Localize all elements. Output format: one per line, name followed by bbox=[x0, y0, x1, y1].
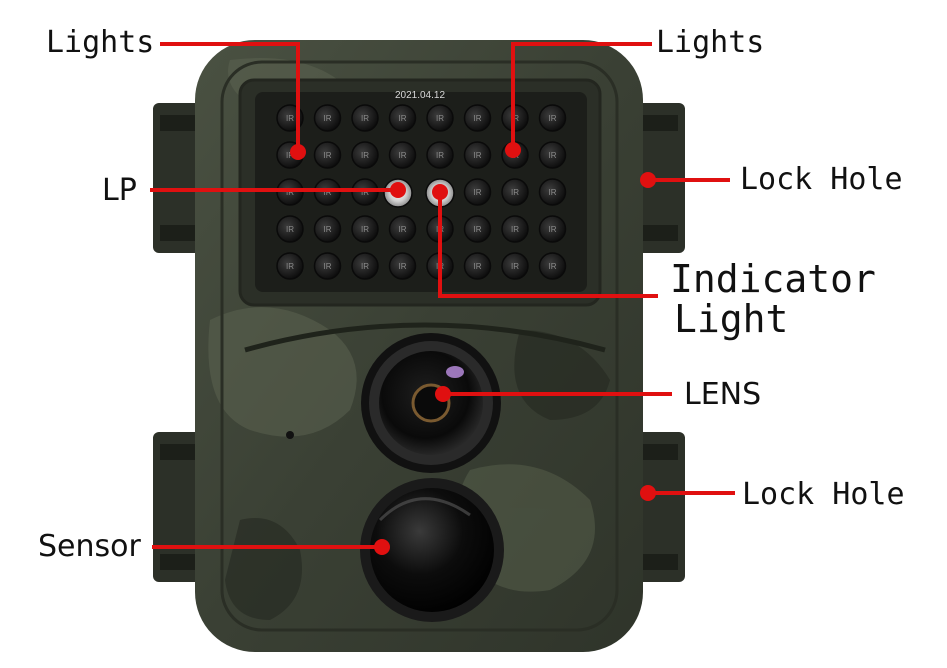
ir-led-label: IR bbox=[549, 114, 557, 123]
ir-led bbox=[501, 215, 529, 243]
ir-led-label: IR bbox=[286, 114, 294, 123]
ir-led bbox=[538, 104, 567, 132]
ir-led bbox=[501, 252, 529, 280]
ir-led-label: IR bbox=[361, 262, 369, 271]
label-indicator-light-line1: Indicator bbox=[670, 257, 876, 301]
ir-led bbox=[388, 141, 417, 169]
ir-led bbox=[388, 104, 417, 132]
ir-led-label: IR bbox=[286, 262, 294, 271]
ir-led-label: IR bbox=[474, 188, 482, 197]
label-lights-left: Lights bbox=[46, 25, 155, 60]
ir-led bbox=[313, 141, 342, 169]
ir-led-label: IR bbox=[399, 225, 407, 234]
label-lp: LP bbox=[102, 173, 137, 208]
ir-led-label: IR bbox=[399, 151, 407, 160]
ir-led-label: IR bbox=[549, 188, 557, 197]
ir-led bbox=[351, 252, 379, 280]
pir-sensor bbox=[360, 478, 504, 622]
ir-led bbox=[351, 215, 379, 243]
lens bbox=[361, 333, 501, 473]
ir-led-label: IR bbox=[511, 225, 519, 234]
ir-led-label: IR bbox=[549, 151, 557, 160]
ir-led-label: IR bbox=[436, 151, 444, 160]
ir-led-label: IR bbox=[286, 151, 294, 160]
ir-led-label: IR bbox=[324, 114, 332, 123]
ir-led-label: IR bbox=[511, 188, 519, 197]
label-sensor: Sensor bbox=[38, 529, 141, 564]
inner-frame bbox=[220, 60, 619, 632]
ir-led bbox=[538, 252, 567, 280]
ir-led-label: IR bbox=[549, 262, 557, 271]
ir-led bbox=[276, 215, 304, 243]
ir-led bbox=[463, 178, 492, 206]
ir-led bbox=[426, 104, 454, 132]
ir-led-label: IR bbox=[474, 151, 482, 160]
ir-led bbox=[538, 178, 567, 206]
ir-led bbox=[463, 104, 492, 132]
ir-led bbox=[313, 252, 342, 280]
label-indicator-light-line2: Light bbox=[674, 297, 789, 341]
ir-led-label: IR bbox=[399, 114, 407, 123]
label-lock-hole-bottom: Lock Hole bbox=[742, 477, 905, 512]
label-lens: LENS bbox=[684, 377, 762, 412]
ir-led bbox=[313, 104, 342, 132]
ir-led bbox=[351, 141, 379, 169]
ir-led bbox=[463, 252, 492, 280]
ir-led-label: IR bbox=[511, 114, 519, 123]
ir-led-label: IR bbox=[474, 262, 482, 271]
ir-led-label: IR bbox=[286, 188, 294, 197]
upper-ridge bbox=[244, 322, 606, 353]
ir-led bbox=[426, 141, 454, 169]
ir-led bbox=[388, 252, 417, 280]
ir-led bbox=[276, 252, 304, 280]
label-lights-right: Lights bbox=[656, 25, 765, 60]
ir-led bbox=[538, 215, 567, 243]
ir-led-label: IR bbox=[549, 225, 557, 234]
callout-lines bbox=[150, 42, 735, 549]
ir-led bbox=[351, 104, 379, 132]
ir-led-label: IR bbox=[324, 262, 332, 271]
ir-led-label: IR bbox=[474, 114, 482, 123]
ir-led-label: IR bbox=[361, 188, 369, 197]
date-stamp: 2021.04.12 bbox=[395, 90, 445, 101]
ir-led bbox=[538, 141, 567, 169]
ir-led-label: IR bbox=[474, 225, 482, 234]
ir-led-label: IR bbox=[286, 225, 294, 234]
microphone-hole bbox=[286, 431, 294, 439]
ir-led-label: IR bbox=[361, 225, 369, 234]
ir-led bbox=[463, 141, 492, 169]
ir-led-label: IR bbox=[436, 114, 444, 123]
ir-led bbox=[501, 178, 529, 206]
ir-led bbox=[388, 215, 417, 243]
ir-led bbox=[463, 215, 492, 243]
ir-led bbox=[313, 215, 342, 243]
ir-led-label: IR bbox=[511, 262, 519, 271]
label-lock-hole-top: Lock Hole bbox=[740, 162, 903, 197]
ir-led-label: IR bbox=[324, 151, 332, 160]
ir-led-label: IR bbox=[361, 114, 369, 123]
callout-dots bbox=[290, 142, 656, 555]
ir-led-label: IR bbox=[324, 225, 332, 234]
ir-led-label: IR bbox=[399, 262, 407, 271]
ir-led-label: IR bbox=[361, 151, 369, 160]
ir-led-label: IR bbox=[324, 188, 332, 197]
